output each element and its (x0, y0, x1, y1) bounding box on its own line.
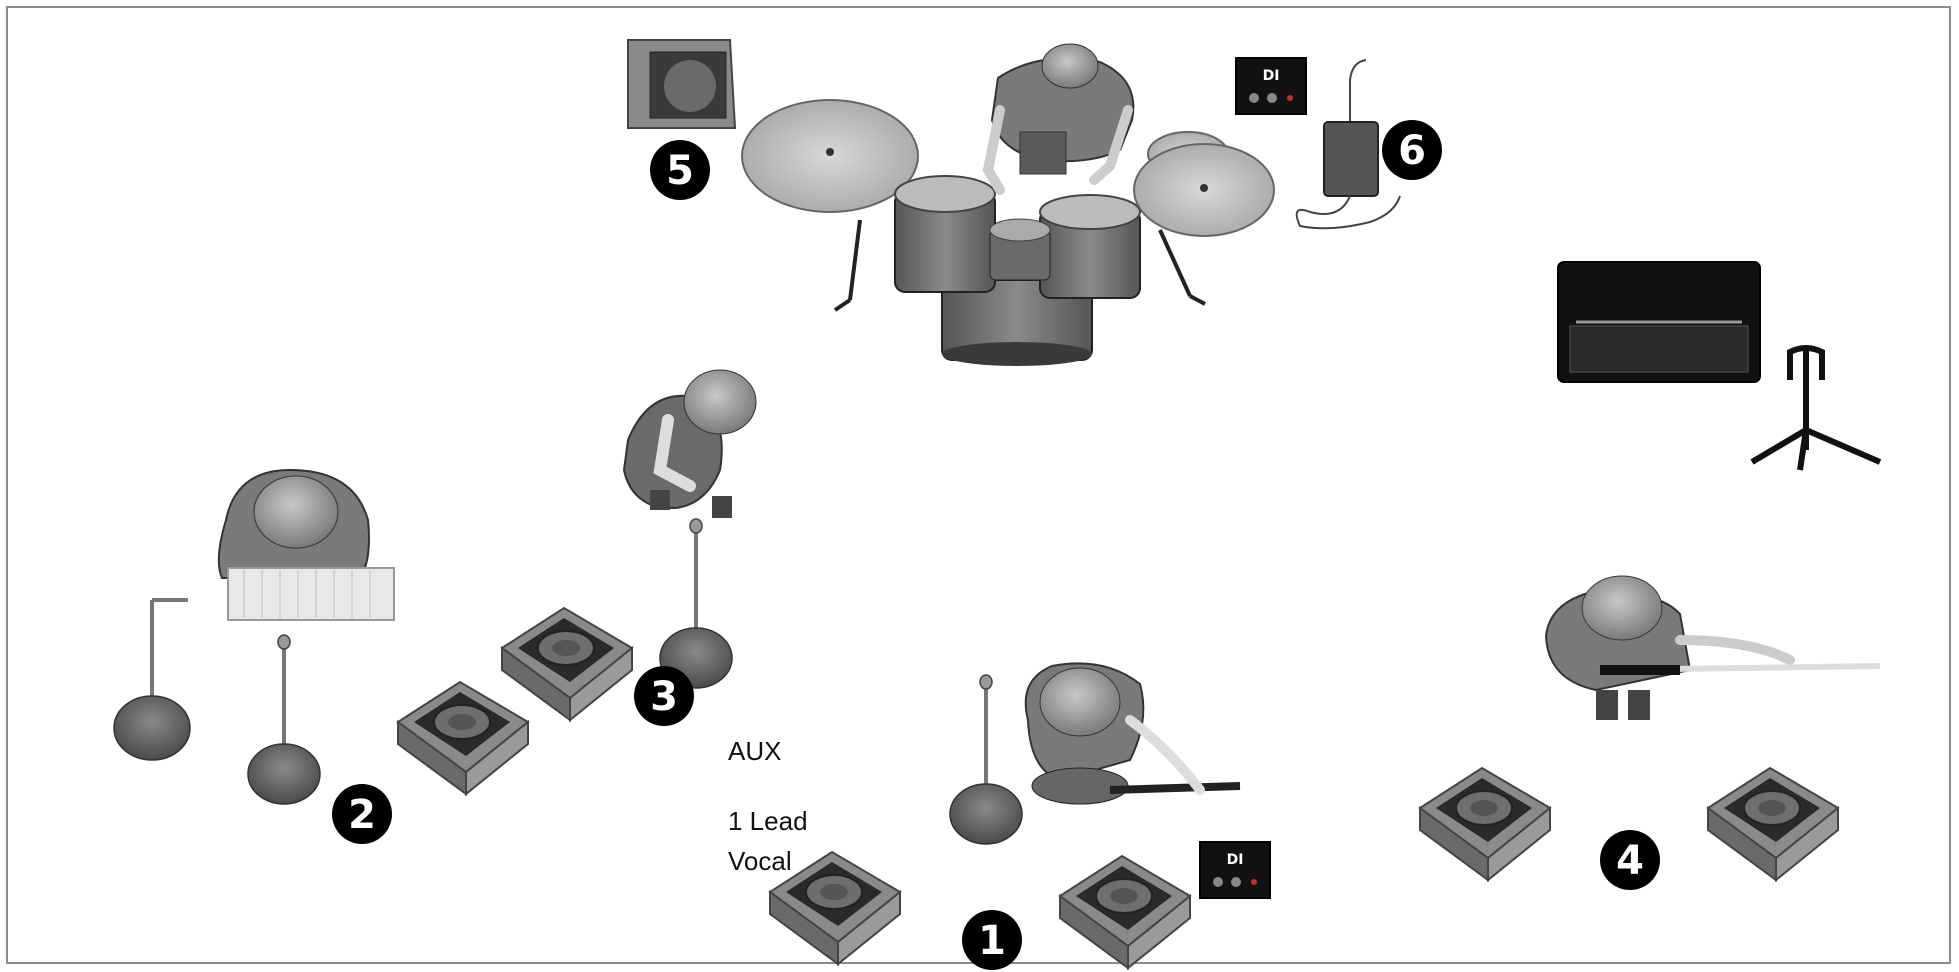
singer-icon (622, 369, 757, 518)
monitor-wedge-icon (501, 607, 633, 721)
boom-mic-stand-icon (113, 598, 191, 761)
monitor-wedge-icon (397, 681, 529, 795)
di-box-label: DI (1263, 68, 1280, 84)
keyboardist-icon (217, 468, 395, 621)
wireless-pack-icon (1295, 59, 1401, 230)
di-box-icon: DI (1235, 57, 1307, 115)
marker-5: 5 (650, 140, 710, 200)
lead-vocal-label-line2: Vocal (728, 846, 792, 876)
di-box-icon: DI (1199, 841, 1271, 899)
drummer-icon (982, 43, 1135, 195)
mic-stand-icon (948, 673, 1024, 846)
guitar-stand-icon (1750, 345, 1882, 471)
marker-3-number: 3 (650, 674, 678, 720)
marker-4-number: 4 (1616, 838, 1644, 884)
guitar-amp-icon (1557, 261, 1761, 383)
drum-kit-icon (741, 99, 1275, 366)
monitor-wedge-icon (1707, 767, 1839, 881)
marker-4: 4 (1600, 830, 1660, 890)
marker-1-number: 1 (978, 918, 1006, 964)
monitor-wedge-icon (1059, 855, 1191, 969)
mic-stand-icon (246, 633, 322, 806)
aux-label: AUX (728, 736, 781, 766)
marker-5-number: 5 (666, 148, 694, 194)
marker-6: 6 (1382, 120, 1442, 180)
marker-1: 1 (962, 910, 1022, 970)
marker-2: 2 (332, 784, 392, 844)
lead-vocal-label-line1: 1 Lead (728, 806, 808, 836)
mic-stand-icon (658, 517, 734, 690)
marker-3: 3 (634, 666, 694, 726)
guitarist-icon (1024, 662, 1241, 805)
marker-6-number: 6 (1398, 128, 1426, 174)
bassist-icon (1544, 575, 1881, 720)
monitor-wedge-icon (1419, 767, 1551, 881)
side-fill-monitor-icon (627, 39, 737, 129)
di-box-label: DI (1227, 852, 1244, 868)
marker-2-number: 2 (348, 792, 376, 838)
